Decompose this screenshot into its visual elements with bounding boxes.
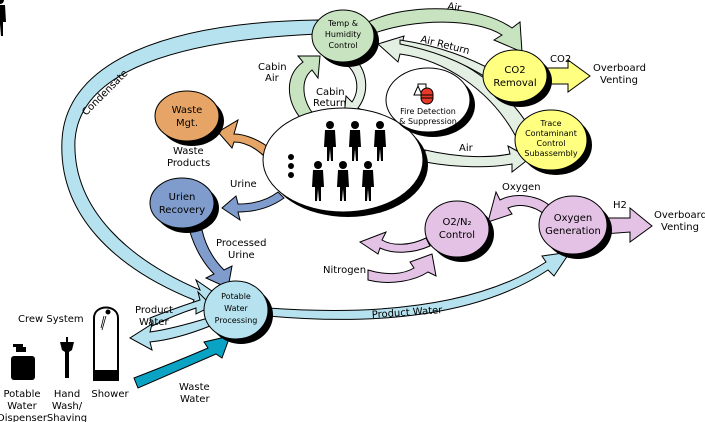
node-label-line: Control <box>439 230 475 241</box>
fixture-label: Water <box>7 401 37 412</box>
node-label-line: Fire Detection <box>400 107 456 116</box>
waste-mgt-node[interactable]: Waste Mgt. <box>154 90 221 143</box>
fixture-label: Shower <box>91 389 129 400</box>
co2-label: CO2 <box>550 54 571 65</box>
air-top-label: Air <box>446 1 462 14</box>
node-label-line: Trace <box>539 119 561 128</box>
h2-venting-arrow <box>603 206 653 243</box>
potable-water-dispenser-icon <box>11 344 35 380</box>
node-label-line: Humidity <box>325 30 362 39</box>
h2-label: H2 <box>613 200 627 211</box>
nitrogen-label: Nitrogen <box>323 265 366 276</box>
cabin-return-label: Cabin <box>316 87 345 98</box>
processed-urine-label: Processed <box>216 238 266 249</box>
node-label-line: Oxygen <box>554 213 593 224</box>
o2n2-control-node[interactable]: O2/N₂ Control <box>424 200 491 259</box>
node-label-line: Potable <box>221 292 251 301</box>
oxygen-generation-node[interactable]: Oxygen Generation <box>538 195 609 256</box>
node-label-line: Control <box>329 41 358 50</box>
node-label-line: Water <box>224 304 248 313</box>
cabin-air-arrow <box>288 55 321 121</box>
trace-contaminant-node[interactable]: Trace Contaminant Control Subassembly <box>514 109 589 172</box>
crew-system-label: Crew System <box>18 314 84 325</box>
overboard-venting-label: Overboard <box>593 63 646 74</box>
fire-detection-node[interactable]: Fire Detection & Suppression <box>385 67 472 134</box>
node-label-line: Mgt. <box>176 118 198 129</box>
node-label-line: & Suppression <box>399 117 457 126</box>
overboard-venting-label: Venting <box>600 75 638 86</box>
node-label-line: Processing <box>215 316 258 325</box>
node-label-line: Waste <box>172 105 203 116</box>
waste-water-label: Water <box>180 394 210 405</box>
temp-humidity-control-node[interactable]: Temp & Humidity Control <box>311 9 376 64</box>
urine-recovery-node[interactable]: Urien Recovery <box>149 177 216 230</box>
waste-water-label: Waste <box>179 382 210 393</box>
toilet-icon <box>288 154 294 178</box>
processed-urine-arrow <box>189 229 233 289</box>
fire-extinguisher-icon <box>413 83 434 105</box>
cabin-air-label: Cabin <box>258 62 287 73</box>
waste-products-label: Products <box>167 158 210 169</box>
waste-products-label: Waste <box>173 146 204 157</box>
node-label-line: Control <box>537 139 566 148</box>
product-water-right-label: Product Water <box>371 305 443 321</box>
overboard-venting-label-2: Venting <box>661 222 699 233</box>
node-label-line: CO2 <box>504 65 525 76</box>
crew-members-icon <box>0 0 386 201</box>
product-water-arrow-right <box>267 251 572 320</box>
oxygen-arrow <box>487 190 553 223</box>
overboard-venting-label-2: Overboard <box>654 210 705 221</box>
co2-removal-node[interactable]: CO2 Removal <box>482 49 549 104</box>
urine-label: Urine <box>230 179 257 190</box>
cabin-return-label: Return <box>313 98 346 109</box>
node-label-line: O2/N₂ <box>442 217 471 228</box>
urine-arrow <box>221 191 285 222</box>
node-label-line: Generation <box>545 226 601 237</box>
shower-icon <box>93 306 119 381</box>
waste-water-arrow <box>133 335 231 389</box>
cabin-air-label: Air <box>265 73 280 84</box>
node-label-line: Temp & <box>327 19 358 28</box>
fixture-label: Hand <box>54 389 80 400</box>
processed-urine-label: Urine <box>228 250 255 261</box>
node-label-line: Urien <box>169 192 196 203</box>
fixture-label: Dispenser <box>0 413 48 422</box>
fixture-label: Wash/ <box>52 401 83 412</box>
cabin-return-arrow <box>343 55 368 119</box>
hand-wash-icon <box>60 337 74 378</box>
product-water-arrow-left <box>129 317 211 351</box>
nitrogen-arrow <box>367 253 437 283</box>
o2n2-out-arrow <box>358 231 431 255</box>
node-label-line: Subassembly <box>524 149 577 158</box>
node-label-line: Removal <box>493 78 536 89</box>
air-arrow-right <box>424 145 531 174</box>
oxygen-label: Oxygen <box>502 182 541 193</box>
waste-products-arrow <box>217 118 273 159</box>
node-label-line: Recovery <box>159 205 205 216</box>
node-label-line: Contaminant <box>525 129 577 138</box>
air-right-label: Air <box>459 143 474 154</box>
fixture-label: Potable <box>3 389 40 400</box>
fixture-label: Shaving <box>47 413 87 422</box>
product-water-left-label: Water <box>139 317 169 328</box>
product-water-left-label: Product <box>135 305 173 316</box>
potable-water-processing-node[interactable]: Potable Water Processing <box>203 280 270 341</box>
